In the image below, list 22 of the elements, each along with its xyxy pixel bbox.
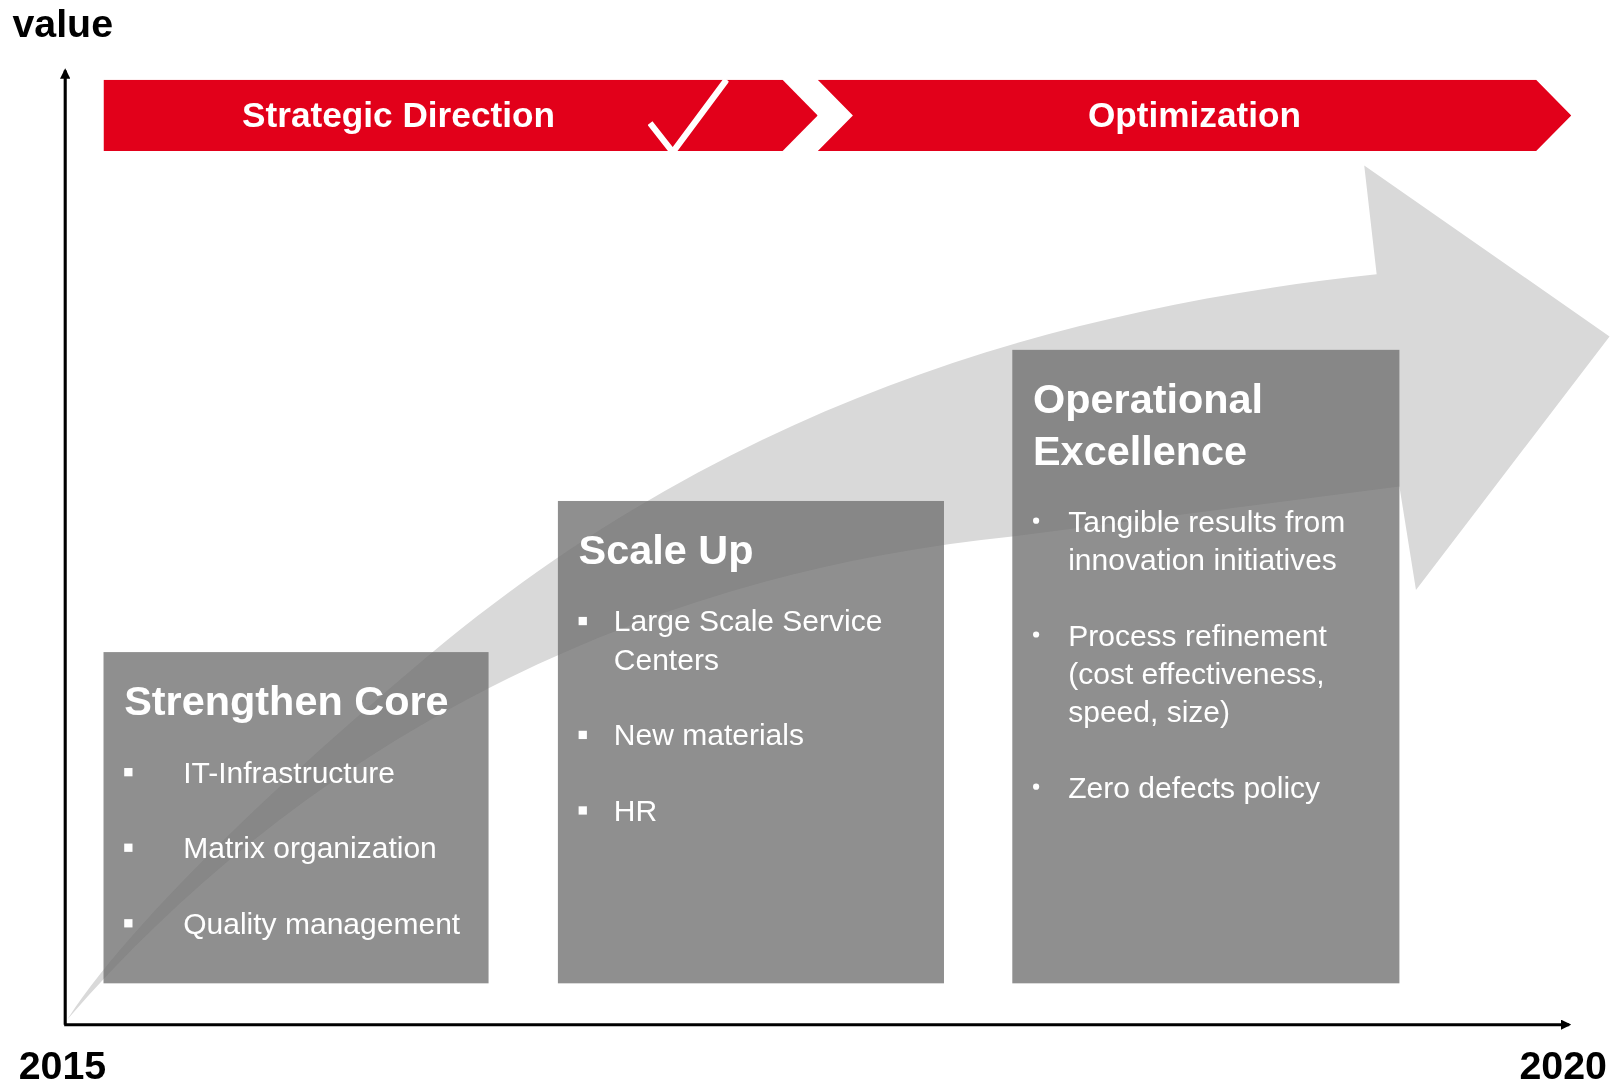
year-label: 2020 [1519,1045,1607,1083]
chevron-banner [103,79,818,152]
list-item: Quality management [183,906,461,940]
list-item: Zero defects policy [1068,771,1321,805]
phase-card [103,652,489,984]
list-item: Large Scale Service Centers [613,604,883,676]
card-heading: Operational Excellence [1033,374,1265,476]
phase-card [1012,349,1400,984]
card-heading: Scale Up [578,525,755,575]
axis-label: value [12,4,113,44]
phase-card [557,501,944,984]
banner-title: Optimization [1087,95,1302,136]
list-item: Tangible results from innovation initiatives [1068,505,1346,577]
banner-title: Strategic Direction [242,95,555,136]
list-item: Process refinement (cost effectiveness, speed, size) [1068,619,1327,729]
card-heading: Strengthen Core [124,677,450,726]
list-item: IT-Infrastructure [183,755,396,789]
list-item: Matrix organization [183,831,437,865]
chevron-banner [817,79,1572,152]
list-item: New materials [613,718,804,752]
year-label: 2015 [18,1045,107,1083]
list-item: HR [613,793,658,828]
